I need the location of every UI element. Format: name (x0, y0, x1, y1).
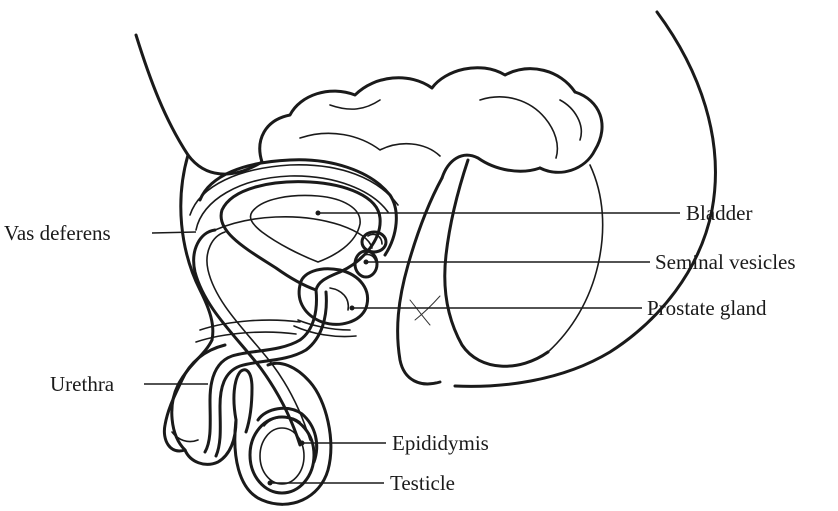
label-seminal-vesicles: Seminal vesicles (655, 250, 796, 274)
label-epididymis: Epididymis (392, 431, 489, 455)
testicle (250, 417, 314, 493)
seminal-vesicles (355, 232, 386, 277)
bladder (221, 182, 380, 290)
pubic-contour (172, 155, 213, 450)
prostate (294, 269, 368, 337)
body-outline (136, 12, 715, 386)
leader-vas-deferens (152, 232, 196, 233)
rectum (398, 160, 603, 384)
label-urethra: Urethra (50, 372, 115, 396)
penis (164, 320, 300, 464)
label-testicle: Testicle (390, 471, 455, 495)
label-prostate-gland: Prostate gland (647, 296, 767, 320)
label-vas-deferens: Vas deferens (4, 221, 111, 245)
label-bladder: Bladder (686, 201, 752, 225)
